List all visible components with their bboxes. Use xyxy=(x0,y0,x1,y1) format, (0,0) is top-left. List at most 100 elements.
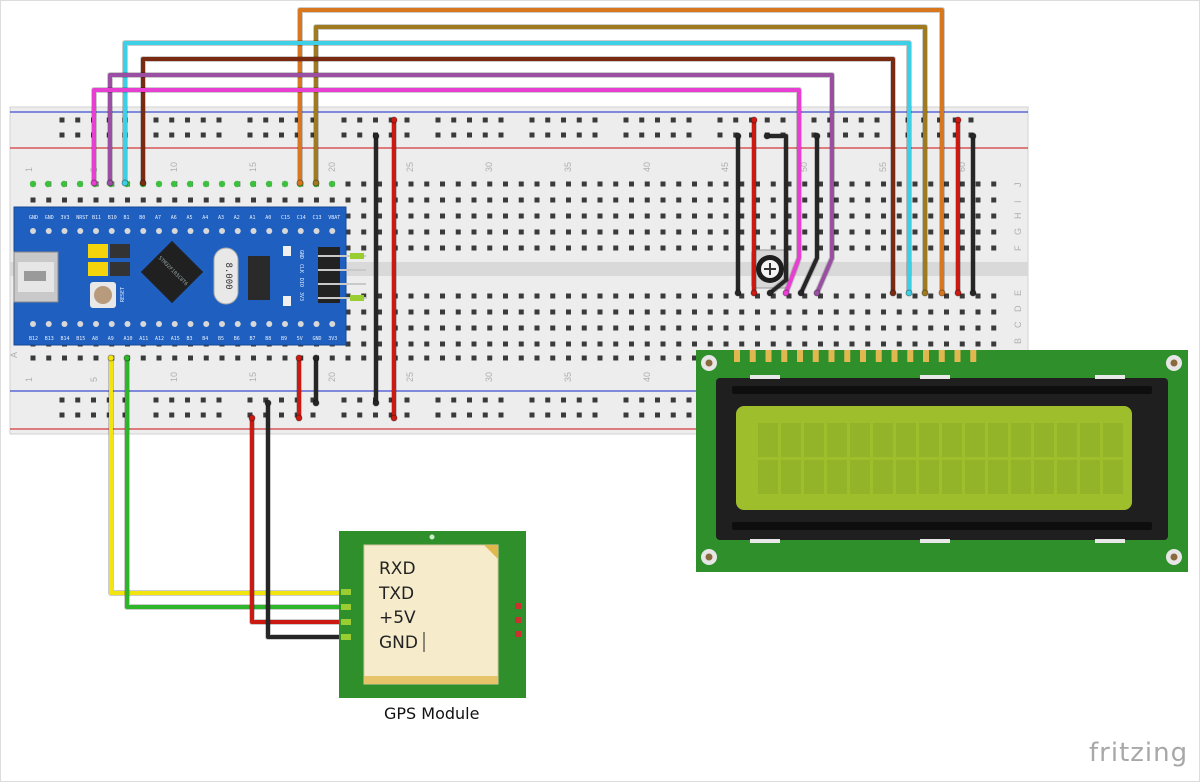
rail-hole xyxy=(388,397,394,403)
mcu-top-pin-label: GND xyxy=(45,215,54,221)
breadboard-hole xyxy=(566,229,571,235)
connected-hole xyxy=(29,180,37,188)
breadboard-hole xyxy=(975,245,981,251)
lcd-char-cell xyxy=(758,423,778,457)
mcu-pin xyxy=(171,228,178,234)
mcu-bottom-pin-label: A9 xyxy=(108,336,114,342)
breadboard-hole xyxy=(361,245,367,251)
lcd-char-cell xyxy=(1103,423,1123,457)
wire-black-6-end xyxy=(312,399,320,407)
lcd-char-cell xyxy=(919,460,939,494)
wire-black-3 xyxy=(765,134,788,295)
rail-hole xyxy=(655,117,660,123)
breadboard-hole xyxy=(818,293,823,299)
breadboard-hole xyxy=(833,325,839,331)
breadboard-hole xyxy=(881,181,886,187)
breadboard-hole xyxy=(770,213,776,219)
rail-hole xyxy=(435,117,441,123)
crystal-label: 8.000 xyxy=(223,262,233,289)
rail-hole xyxy=(169,412,175,418)
breadboard-hole xyxy=(912,325,918,331)
breadboard-hole xyxy=(455,181,461,187)
breadboard-hole xyxy=(912,341,918,347)
wire-brown-end xyxy=(889,289,897,297)
breadboard-hole xyxy=(597,229,603,235)
mcu-top-pin-label: A6 xyxy=(171,215,177,221)
breadboard-hole xyxy=(534,245,540,251)
rail-hole xyxy=(858,132,864,138)
wire-cyan xyxy=(123,41,911,295)
rail-hole xyxy=(357,412,363,418)
breadboard-hole xyxy=(896,325,902,331)
col-num-25-bottom: 25 xyxy=(405,372,415,382)
rail-hole xyxy=(185,132,190,138)
breadboard-hole xyxy=(865,309,871,315)
breadboard-hole xyxy=(833,309,839,315)
connected-hole xyxy=(281,180,289,188)
breadboard-hole xyxy=(408,181,414,187)
rail-hole xyxy=(655,132,660,138)
breadboard-hole xyxy=(518,293,524,299)
breadboard-hole xyxy=(723,341,729,347)
breadboard-hole xyxy=(613,245,619,251)
rail-hole xyxy=(639,412,645,418)
breadboard-hole xyxy=(802,341,808,347)
breadboard-hole xyxy=(503,355,508,361)
breadboard-hole xyxy=(975,197,981,203)
breadboard-hole xyxy=(440,229,445,235)
breadboard-hole xyxy=(613,309,619,315)
rail-hole xyxy=(623,117,629,123)
wires xyxy=(90,7,977,641)
breadboard-hole xyxy=(849,229,855,235)
breadboard-hole xyxy=(581,325,587,331)
breadboard-hole xyxy=(755,293,760,299)
rail-hole xyxy=(639,117,645,123)
rail-hole xyxy=(216,412,222,418)
breadboard-hole xyxy=(534,181,540,187)
breadboard-hole xyxy=(408,355,414,361)
breadboard-hole xyxy=(928,181,934,187)
breadboard-hole xyxy=(77,355,83,361)
mcu-top-pin-label: GND xyxy=(29,215,38,221)
rail-hole xyxy=(592,117,598,123)
mcu-top-pin-label: NRST xyxy=(76,215,88,221)
breadboard-hole xyxy=(613,197,619,203)
breadboard-hole xyxy=(912,309,918,315)
mcu-pin xyxy=(282,228,288,234)
rail-hole xyxy=(482,132,488,138)
breadboard-hole xyxy=(503,245,508,251)
breadboard-hole xyxy=(802,197,808,203)
breadboard-hole xyxy=(581,197,587,203)
mcu-pin xyxy=(45,228,52,234)
breadboard-hole xyxy=(644,355,650,361)
breadboard-hole xyxy=(361,341,367,347)
wire-black-3-end xyxy=(763,132,771,140)
breadboard-hole xyxy=(928,213,934,219)
breadboard-hole xyxy=(487,309,493,315)
breadboard-hole xyxy=(755,309,760,315)
rail-hole xyxy=(388,412,394,418)
breadboard-hole xyxy=(975,213,981,219)
gps-module xyxy=(339,531,526,698)
breadboard-hole xyxy=(786,213,792,219)
breadboard-hole xyxy=(849,341,855,347)
lcd-pin-pad xyxy=(875,350,882,362)
breadboard-hole xyxy=(865,213,871,219)
wire-black-6-end xyxy=(312,354,320,362)
wire-black-5-end xyxy=(969,132,977,140)
breadboard-hole xyxy=(770,293,776,299)
rail-hole xyxy=(169,132,175,138)
lcd-char-cell xyxy=(988,460,1008,494)
rail-hole xyxy=(968,117,974,123)
breadboard-hole xyxy=(30,355,36,361)
rail-hole xyxy=(373,412,378,418)
breadboard-hole xyxy=(692,293,697,299)
breadboard-hole xyxy=(896,181,902,187)
lcd-char-cell xyxy=(1057,423,1077,457)
breadboard-hole xyxy=(881,325,886,331)
breadboard-hole xyxy=(503,197,508,203)
breadboard-hole xyxy=(518,309,524,315)
breadboard-hole xyxy=(707,181,713,187)
breadboard-hole xyxy=(455,341,461,347)
rail-hole xyxy=(216,117,222,123)
